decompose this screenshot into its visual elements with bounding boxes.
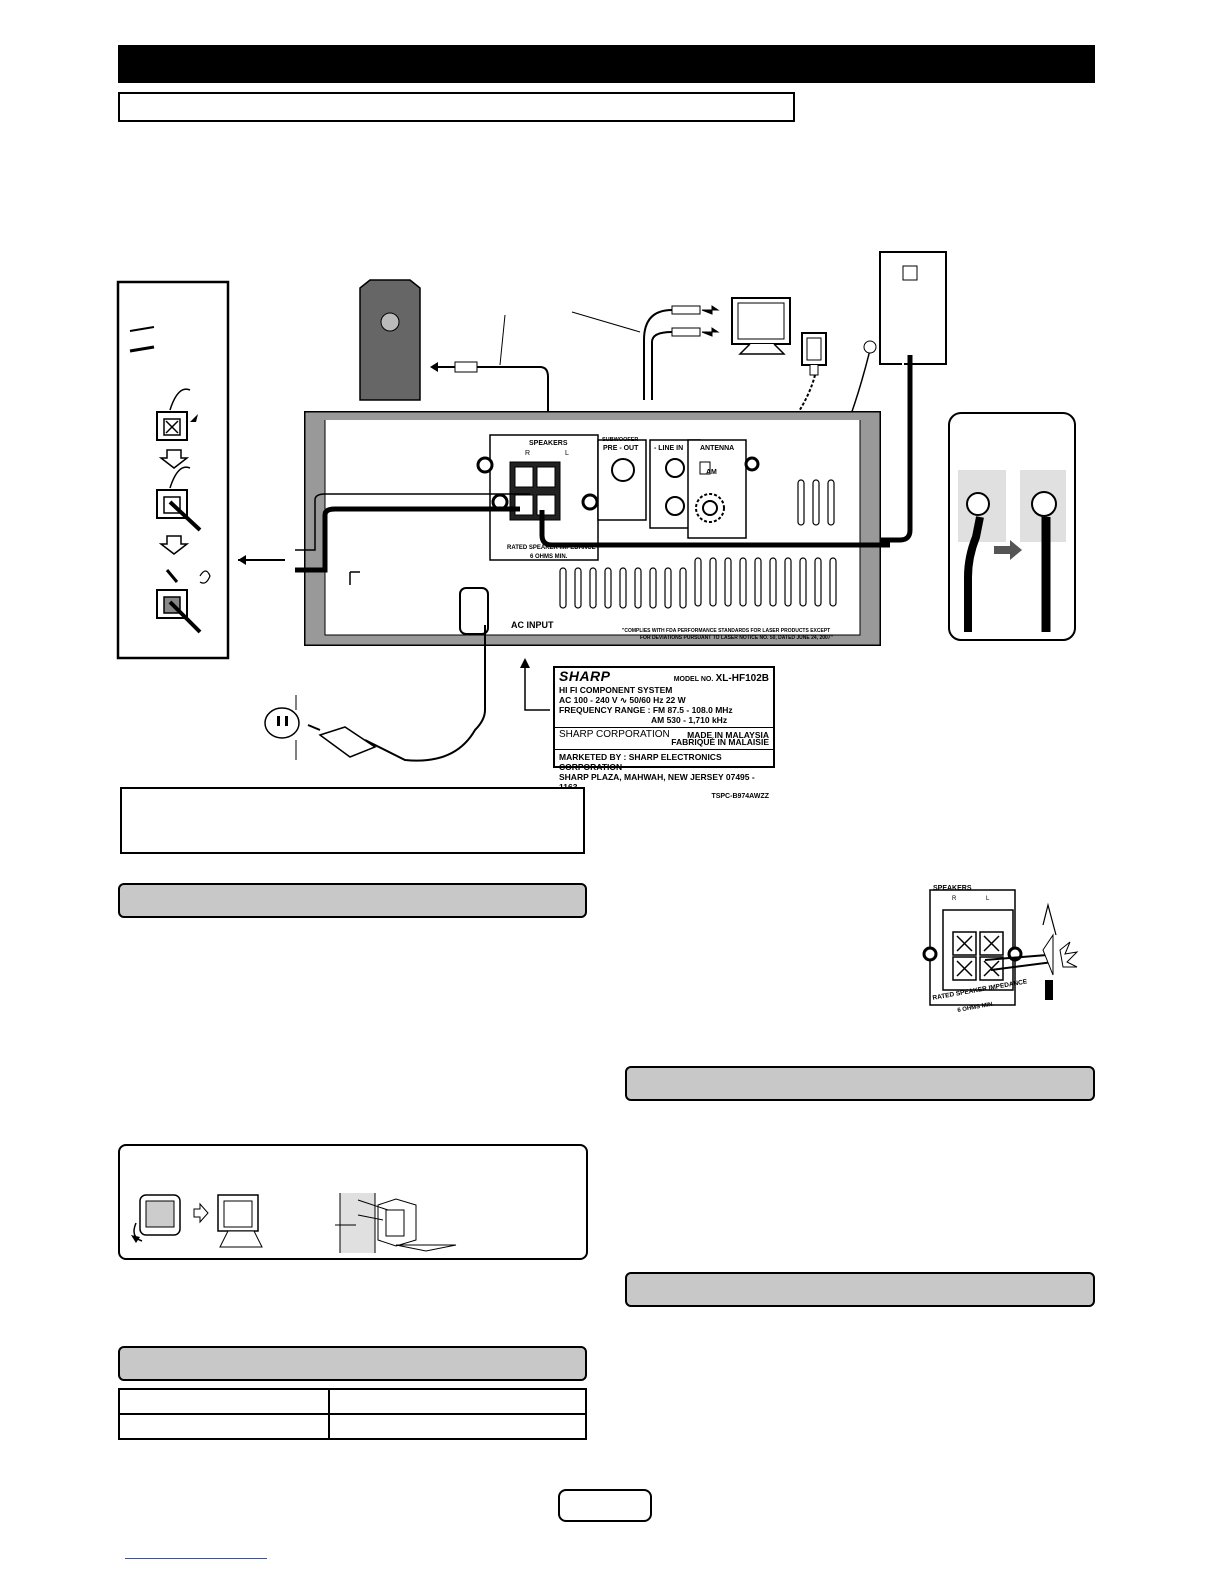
speakers-label: SPEAKERS — [529, 440, 568, 447]
six-ohms-label: 6 OHMS MIN. — [530, 554, 568, 560]
speakers-r-label: R — [525, 450, 531, 457]
am-label: AM — [706, 469, 717, 476]
brand-logo: SHARP — [559, 668, 611, 684]
model-number: XL-HF102B — [715, 673, 769, 684]
wire-closeup-panel — [948, 412, 1076, 641]
table-cell — [328, 1388, 587, 1415]
detail-l-label: L — [986, 896, 990, 902]
freq-am: AM 530 - 1,710 kHz — [651, 715, 728, 725]
rating-label: SHARP MODEL NO. XL-HF102B HI FI COMPONEN… — [553, 666, 775, 800]
tv-icon — [731, 297, 791, 355]
rated-impedance-label: RATED SPEAKER IMPEDANCE — [507, 545, 596, 551]
antenna-label: ANTENNA — [700, 445, 735, 452]
address: SHARP PLAZA, MAHWAH, NEW JERSEY 07495 - … — [559, 772, 755, 792]
made-in: MADE IN MALAYSIA — [687, 730, 769, 740]
fabrique: FABRIQUÉ IN MALAISIE — [671, 737, 769, 747]
footer-link[interactable] — [125, 1558, 267, 1559]
speakers-l-label: L — [565, 450, 569, 457]
ac-input-label: AC INPUT — [511, 620, 554, 630]
page-number-box — [558, 1489, 652, 1522]
terminal-step-2-icon — [156, 466, 202, 532]
system-name: HI FI COMPONENT SYSTEM — [559, 685, 673, 695]
model-prefix: MODEL NO. — [673, 676, 714, 683]
laser-notice-line-1: "COMPLIES WITH FDA PERFORMANCE STANDARDS… — [622, 628, 831, 634]
label-code: TSPC-B974AWZZ — [711, 793, 769, 800]
am-loop-antenna-icon — [801, 332, 827, 376]
section-header-bar — [118, 45, 1095, 83]
main-unit-rear-panel — [304, 411, 881, 646]
subwoofer-label: SUBWOOFER — [602, 437, 639, 443]
speaker-terminal-detail — [922, 889, 1079, 1006]
arrow-down-icon — [158, 449, 190, 469]
marketed-by: MARKETED BY : SHARP ELECTRONICS CORPORAT… — [559, 752, 722, 772]
section-bar-4 — [118, 1346, 587, 1381]
detail-r-label: R — [952, 896, 957, 902]
power-spec: AC 100 - 240 V ∿ 50/60 Hz 22 W — [559, 695, 686, 705]
section-subtitle-box — [118, 92, 795, 122]
table-cell — [118, 1413, 330, 1440]
section-bar-1 — [118, 883, 587, 918]
laser-notice-line-2: FOR DEVIATIONS PURSUANT TO LASER NOTICE … — [640, 635, 833, 641]
corp-name: SHARP CORPORATION — [559, 729, 670, 740]
table-cell — [118, 1388, 330, 1415]
section-bar-3 — [625, 1272, 1095, 1307]
subwoofer-icon — [359, 279, 421, 401]
ac-plug-icon — [264, 707, 377, 758]
detail-speakers-label: SPEAKERS — [933, 885, 972, 892]
section-bar-2 — [625, 1066, 1095, 1101]
antenna-assembly-illustration — [131, 1193, 457, 1253]
terminal-step-3-icon — [156, 569, 211, 634]
table-cell — [328, 1413, 587, 1440]
terminal-step-1-icon — [156, 388, 198, 441]
line-in-label: - LINE IN — [654, 445, 684, 452]
freq-label: FREQUENCY RANGE — [559, 705, 646, 715]
rca-plugs-icon — [643, 305, 720, 400]
speaker-cabinet-icon — [879, 251, 947, 365]
spec-table — [118, 1388, 587, 1440]
freq-fm: : FM 87.5 - 108.0 MHz — [647, 705, 733, 715]
pre-out-label: PRE - OUT — [603, 445, 639, 452]
notice-box — [120, 787, 585, 854]
arrow-down-icon — [158, 535, 190, 555]
connection-diagram — [116, 251, 947, 762]
